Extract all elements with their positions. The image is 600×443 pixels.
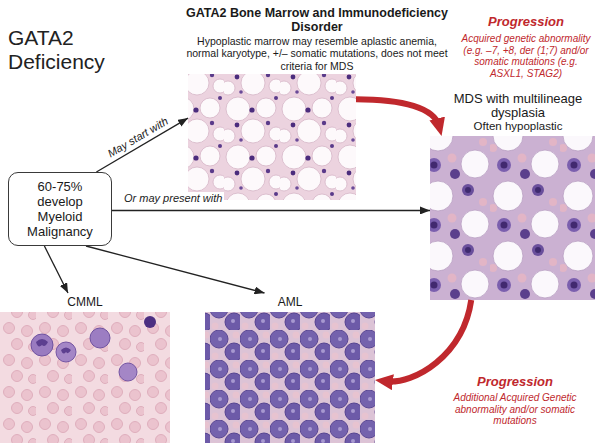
- caption-group: MDS with multilineage dysplasiaOften hyp…: [443, 92, 593, 133]
- progression-arrow: [385, 300, 471, 382]
- panel-heading: GATA2 Bone Marrow and Immunodeficiency D…: [182, 6, 452, 34]
- edge-label: Or may present with: [122, 192, 224, 205]
- caption-group: CMML: [0, 295, 170, 309]
- progression-arrow: [356, 99, 439, 126]
- panel-description: Often hypoplastic: [443, 120, 593, 133]
- panel-heading: MDS with multilineage dysplasia: [443, 92, 593, 120]
- panel-heading: CMML: [0, 295, 170, 309]
- connector-arrow: [86, 246, 265, 293]
- micrograph-panel: CMML: [0, 293, 170, 443]
- caption-group: AML: [205, 295, 375, 309]
- micrograph-panel: GATA2 Bone Marrow and Immunodeficiency D…: [188, 74, 356, 200]
- panel-description: Hypoplastic marrow may resemble aplastic…: [182, 35, 452, 73]
- edge-label: May start with: [103, 113, 172, 161]
- connector-arrow: [112, 210, 430, 211]
- micrograph-panel: AML: [205, 293, 375, 443]
- caption-group: GATA2 Bone Marrow and Immunodeficiency D…: [182, 6, 452, 73]
- progression-note: Additional Acquired Genetic abnormality …: [440, 392, 590, 427]
- progression-note: Acquired genetic abnormality (e.g. –7, +…: [460, 33, 592, 79]
- figure-title: GATA2 Deficiency: [8, 26, 120, 74]
- box-text: 60-75% develop Myeloid Malignancy: [21, 179, 99, 239]
- panel-heading: AML: [205, 295, 375, 309]
- progression-label: Progression: [440, 374, 590, 389]
- micrograph-panel: MDS with multilineage dysplasiaOften hyp…: [430, 136, 595, 300]
- progression-label: Progression: [460, 14, 592, 29]
- connector-arrow: [44, 246, 68, 293]
- rounded-box: 60-75% develop Myeloid Malignancy: [8, 172, 112, 246]
